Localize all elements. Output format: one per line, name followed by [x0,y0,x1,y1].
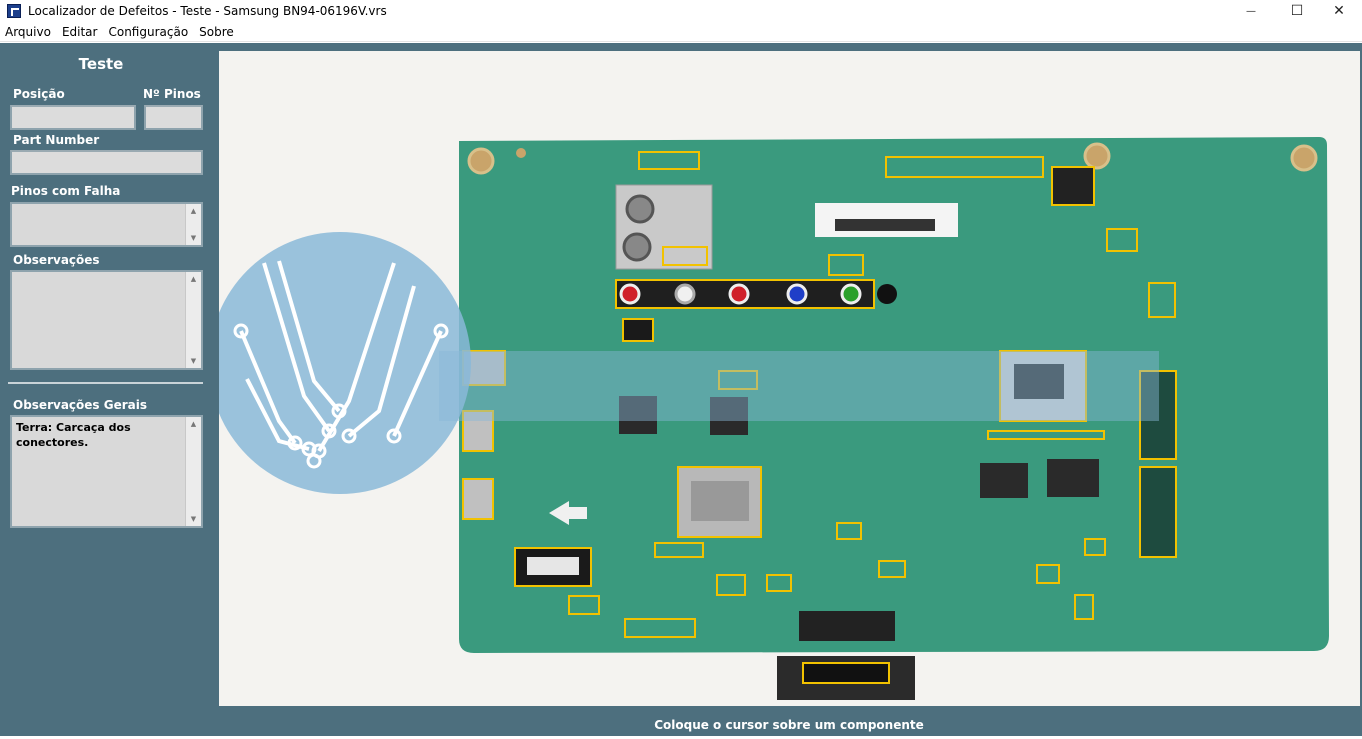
watermark-traces [239,260,443,453]
partnumber-label: Part Number [13,133,100,147]
av-jack-red [619,283,641,305]
tuner-connector [622,232,652,262]
pcb-board-drawing [219,137,1329,700]
scroll-down-icon[interactable]: ▼ [190,515,197,523]
av-jack-red [728,283,750,305]
app-icon[interactable] [7,4,21,18]
posicao-field[interactable] [10,105,136,130]
memory-chip [710,397,748,435]
menu-configuracao[interactable]: Configuração [108,24,189,39]
tuner-label-highlight[interactable] [662,246,708,266]
close-button[interactable]: ✕ [1316,0,1362,22]
tuner-connector [625,194,655,224]
menu-bar: Arquivo Editar Configuração Sobre [0,22,1362,42]
partnumber-field[interactable] [10,150,203,175]
hdmi-port[interactable] [462,410,494,452]
scroll-down-icon[interactable]: ▼ [190,234,197,242]
watermark-nodes [233,323,449,469]
minimize-button[interactable]: — [1228,0,1274,22]
mounting-hole [1083,142,1111,170]
lvds-connector-highlight[interactable] [885,156,1044,178]
close-icon: ✕ [1333,3,1345,19]
pinos-falha-label: Pinos com Falha [11,184,121,198]
test-panel: Teste Posição Nº Pinos Part Number Pinos… [0,43,216,711]
maximize-icon: ☐ [1290,3,1304,19]
maximize-button[interactable]: ☐ [1274,0,1320,22]
regulator-highlight[interactable] [622,318,654,342]
connector-highlight[interactable] [638,151,700,170]
watermark-logo [219,232,471,494]
av-jack-green [840,283,862,305]
window-title: Localizador de Defeitos - Teste - Samsun… [28,4,387,18]
connector-highlight[interactable] [1051,166,1095,206]
menu-arquivo[interactable]: Arquivo [5,24,51,39]
npinos-label: Nº Pinos [143,87,201,101]
memory-chip [1047,459,1099,497]
memory-chip [619,396,657,434]
scroll-up-icon[interactable]: ▲ [190,420,197,428]
board-view [216,43,1362,711]
fpc-connector-highlight[interactable] [1139,370,1177,460]
npinos-field[interactable] [144,105,203,130]
hdmi-port[interactable] [462,478,494,520]
component-highlight[interactable] [716,574,746,596]
menu-sobre[interactable]: Sobre [199,24,234,39]
title-bar: Localizador de Defeitos - Teste - Samsun… [0,0,1362,22]
status-bar-left [0,711,216,736]
posicao-label: Posição [13,87,65,101]
flash-chip-body [1014,364,1064,399]
mounting-hole [516,148,526,158]
status-bar: Coloque o cursor sobre um componente [216,711,1362,736]
connector-highlight[interactable] [1148,282,1176,318]
av-jack-blue [786,283,808,305]
memory-chip [980,463,1028,498]
component-highlight[interactable] [766,574,792,592]
obs-gerais-scrollbar[interactable]: ▲ ▼ [185,417,201,526]
observacoes-label: Observações [13,253,100,267]
panel-divider [8,382,203,384]
connector-block [799,611,895,641]
crystal-highlight[interactable] [654,542,704,558]
component-highlight[interactable] [1084,538,1106,556]
component-highlight[interactable] [828,254,864,276]
panel-title: Teste [78,55,124,73]
obs-gerais-textarea[interactable]: Terra: Carcaça dos conectores. ▲ ▼ [10,415,203,528]
arrow-marker [549,501,587,525]
component-highlight[interactable] [878,560,906,578]
scroll-down-icon[interactable]: ▼ [190,357,197,365]
component-highlight[interactable] [568,595,600,615]
menu-editar[interactable]: Editar [61,24,98,39]
component-highlight[interactable] [1074,594,1094,620]
component-highlight[interactable] [718,370,758,390]
observacoes-scrollbar[interactable]: ▲ ▼ [185,272,201,368]
component-highlight[interactable] [1106,228,1138,252]
fpc-connector-highlight[interactable] [1139,466,1177,558]
main-processor-label [691,481,749,521]
obs-gerais-label: Observações Gerais [13,398,147,412]
pinos-falha-textarea[interactable]: ▲ ▼ [10,202,203,247]
barcode [835,219,935,231]
audio-jack [877,284,897,304]
scroll-up-icon[interactable]: ▲ [190,207,197,215]
bottom-connector-highlight[interactable] [802,662,890,684]
connector-highlight[interactable] [624,618,696,638]
mounting-hole [467,147,495,175]
scroll-up-icon[interactable]: ▲ [190,275,197,283]
observacoes-textarea[interactable]: ▲ ▼ [10,270,203,370]
component-highlight[interactable] [987,430,1105,440]
minimize-icon: — [1246,5,1256,17]
mounting-hole [1290,144,1318,172]
component-highlight[interactable] [836,522,862,540]
board-image[interactable] [219,51,1360,706]
av-jack-white [674,283,696,305]
watermark-band [439,351,1159,421]
eeprom-label [527,557,579,575]
component-highlight[interactable] [1036,564,1060,584]
pinos-falha-scrollbar[interactable]: ▲ ▼ [185,204,201,245]
